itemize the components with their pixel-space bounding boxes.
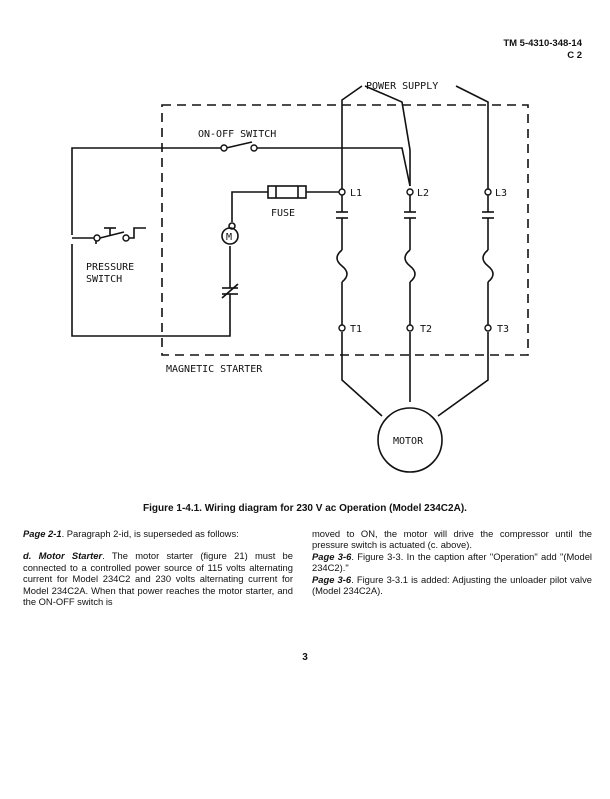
document-header: TM 5-4310-348-14 C 2: [503, 38, 582, 62]
terminal-t1: [338, 324, 346, 332]
terminal-l1: [338, 188, 346, 196]
magnetic-starter-label: MAGNETIC STARTER: [166, 364, 263, 375]
l3-label: L3: [495, 188, 507, 199]
paragraph-motor-starter: d. Motor Starter. The motor starter (fig…: [23, 550, 293, 608]
terminal-t2: [406, 324, 414, 332]
l1-label: L1: [350, 188, 362, 199]
on-off-switch-label: ON-OFF SWITCH: [198, 129, 276, 140]
document-id: TM 5-4310-348-14: [503, 38, 582, 49]
motor-symbol: [377, 407, 443, 473]
motor-starter-heading: d. Motor Starter: [23, 550, 103, 562]
left-column: Page 2-1. Paragraph 2-id, is superseded …: [23, 528, 293, 607]
power-line-2: [364, 85, 411, 186]
overload-3: [482, 249, 494, 283]
paragraph-page-2-1: Page 2-1. Paragraph 2-id, is superseded …: [23, 528, 239, 539]
power-line-1: [341, 85, 363, 190]
t2-label: T2: [420, 324, 432, 335]
paragraph-page-3-6-a: Page 3-6. Figure 3-3. In the caption aft…: [312, 550, 593, 574]
change-number: C 2: [567, 50, 582, 61]
right-column: moved to ON, the motor will drive the co…: [312, 528, 592, 596]
power-supply-label: POWER SUPPLY: [366, 81, 438, 92]
terminal-l3: [484, 188, 492, 196]
overload-1: [336, 249, 348, 283]
motor-coil-label: M: [226, 232, 232, 243]
wiring-diagram: POWER SUPPLY ON-OFF SWITCH FUSE PRESSURE…: [71, 81, 529, 473]
t3-label: T3: [497, 324, 509, 335]
overload-2: [404, 249, 416, 283]
paragraph-page-3-6-b: Page 3-6. Figure 3-3.1 is added: Adjusti…: [312, 573, 593, 597]
motor-coil: [221, 227, 239, 245]
fuse-symbol: [267, 185, 307, 199]
power-line-3: [455, 85, 489, 190]
t1-label: T1: [350, 324, 362, 335]
paragraph-continued: moved to ON, the motor will drive the co…: [312, 528, 592, 551]
l2-label: L2: [417, 188, 429, 199]
figure-caption: Figure 1-4.1. Wiring diagram for 230 V a…: [143, 503, 467, 514]
magnetic-starter-box: [161, 104, 529, 356]
terminal-t3: [484, 324, 492, 332]
motor-label: MOTOR: [393, 436, 424, 447]
page-ref: Page 2-1: [23, 528, 62, 539]
pressure-switch-label-1: PRESSURE: [86, 262, 134, 273]
fuse-label: FUSE: [271, 208, 295, 219]
pressure-switch-label-2: SWITCH: [86, 274, 122, 285]
terminal-l2: [406, 188, 414, 196]
page-number: 3: [302, 652, 308, 663]
